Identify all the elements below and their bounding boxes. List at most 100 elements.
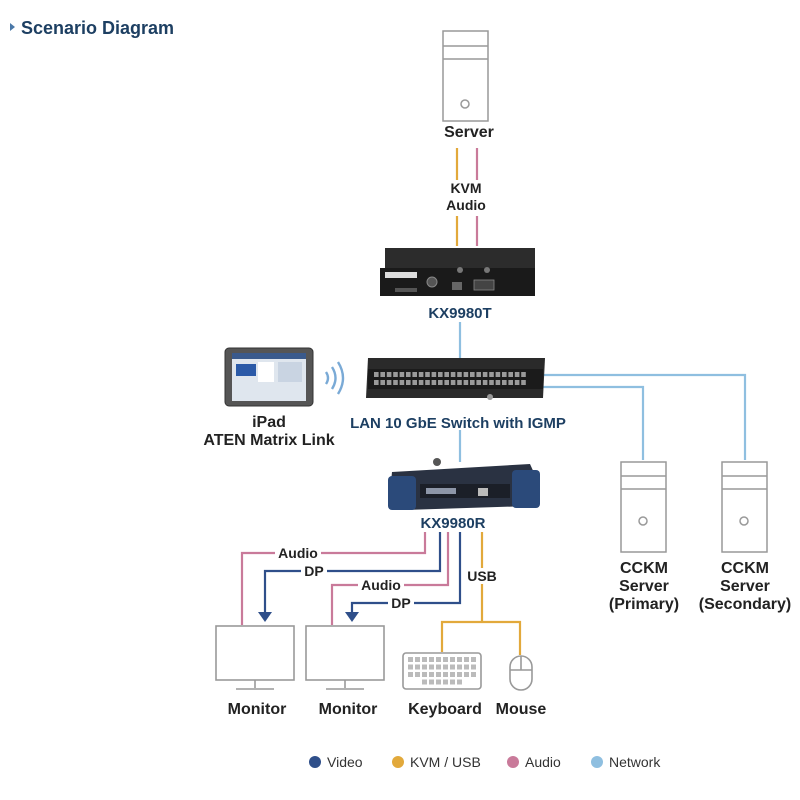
keyboard-key	[408, 657, 413, 662]
cckm-primary-label-line2: Server	[619, 578, 669, 595]
switch-port	[418, 380, 424, 385]
network-line-cckm-secondary	[543, 373, 747, 460]
dp-line-monitor1	[263, 532, 442, 612]
switch-port	[463, 372, 469, 377]
server-link-audio-label: Audio	[446, 197, 486, 213]
switch-port	[399, 380, 405, 385]
monitor-1-label: Monitor	[228, 701, 287, 718]
switch-port	[476, 372, 481, 377]
keyboard-key	[408, 672, 413, 677]
legend-video-dot	[309, 756, 321, 768]
switch-port	[482, 380, 488, 385]
kx9980r-device	[388, 458, 540, 510]
switch-port	[444, 372, 449, 377]
switch-port	[508, 380, 513, 385]
monitor-2-label: Monitor	[319, 701, 378, 718]
switch-port	[495, 380, 501, 385]
switch-port	[482, 372, 488, 377]
audio-link-label-2: Audio	[361, 577, 401, 593]
switch-port	[502, 380, 507, 385]
keyboard-key	[450, 672, 455, 677]
switch-port	[495, 372, 501, 377]
ipad-label: iPad	[252, 414, 286, 431]
legend-network-label: Network	[609, 754, 661, 770]
cckm-secondary-label-line3: (Secondary)	[699, 596, 791, 613]
usb-link-label: USB	[467, 568, 497, 584]
keyboard-key	[471, 672, 476, 677]
keyboard-key	[450, 679, 455, 685]
switch-port	[489, 380, 494, 385]
switch-port	[425, 380, 430, 385]
monitor-2-icon	[305, 625, 385, 690]
switch-port	[521, 372, 526, 377]
switch-port	[438, 372, 443, 377]
legend: Video KVM / USB Audio Network	[309, 754, 661, 770]
keyboard-key	[436, 679, 441, 685]
switch-port	[374, 380, 379, 385]
switch-port	[450, 380, 456, 385]
ipad-app-label: ATEN Matrix Link	[203, 432, 334, 449]
keyboard-key	[464, 657, 469, 662]
switch-port	[406, 380, 411, 385]
switch-port	[380, 372, 385, 377]
switch-label: LAN 10 GbE Switch with IGMP	[350, 415, 566, 432]
keyboard-key	[422, 679, 427, 685]
legend-audio-dot	[507, 756, 519, 768]
legend-video-label: Video	[327, 754, 363, 770]
keyboard-key	[415, 664, 420, 670]
audio-link-label-1: Audio	[278, 545, 318, 561]
keyboard-key	[422, 664, 427, 670]
keyboard-key	[429, 679, 434, 685]
keyboard-key	[436, 672, 441, 677]
keyboard-key	[457, 672, 462, 677]
monitor-1-icon	[215, 625, 295, 690]
wifi-icon	[324, 361, 345, 395]
switch-port	[463, 380, 469, 385]
server-icon	[442, 30, 489, 122]
keyboard-key	[464, 664, 469, 670]
keyboard-key	[443, 657, 448, 662]
switch-port	[399, 372, 405, 377]
keyboard-icon	[402, 652, 482, 690]
mouse-label: Mouse	[496, 701, 547, 718]
switch-port	[489, 372, 494, 377]
cckm-primary-label-line3: (Primary)	[609, 596, 679, 613]
dp-arrow-monitor1	[258, 612, 272, 622]
switch-port	[514, 372, 520, 377]
switch-port	[412, 380, 417, 385]
legend-kvm-dot	[392, 756, 404, 768]
switch-port	[470, 380, 475, 385]
server-link-kvm-label: KVM	[450, 180, 481, 196]
diagram-title: Scenario Diagram	[10, 18, 174, 39]
cckm-primary-server-icon	[620, 461, 667, 553]
legend-audio-label: Audio	[525, 754, 561, 770]
switch-port	[380, 380, 385, 385]
dp-link-label-2: DP	[391, 595, 410, 611]
audio-line-monitor1	[240, 532, 427, 625]
network-line-cckm-primary	[543, 385, 645, 460]
cckm-secondary-server-icon	[721, 461, 768, 553]
switch-port	[393, 380, 398, 385]
legend-kvm-label: KVM / USB	[410, 754, 481, 770]
switch-port	[457, 380, 462, 385]
switch-port	[418, 372, 424, 377]
keyboard-key	[443, 672, 448, 677]
switch-port	[386, 372, 392, 377]
switch-port	[476, 380, 481, 385]
keyboard-key	[429, 657, 434, 662]
kx9980t-label: KX9980T	[428, 305, 491, 322]
switch-port	[393, 372, 398, 377]
switch-port	[444, 380, 449, 385]
keyboard-key	[408, 664, 413, 670]
switch-port	[521, 380, 526, 385]
keyboard-key	[471, 657, 476, 662]
keyboard-key	[457, 657, 462, 662]
switch-port	[431, 380, 437, 385]
switch-port	[431, 372, 437, 377]
keyboard-key	[457, 664, 462, 670]
keyboard-key	[464, 672, 469, 677]
kx9980r-label: KX9980R	[420, 515, 485, 532]
switch-port	[502, 372, 507, 377]
cckm-secondary-label-line2: Server	[720, 578, 770, 595]
switch-port	[425, 372, 430, 377]
